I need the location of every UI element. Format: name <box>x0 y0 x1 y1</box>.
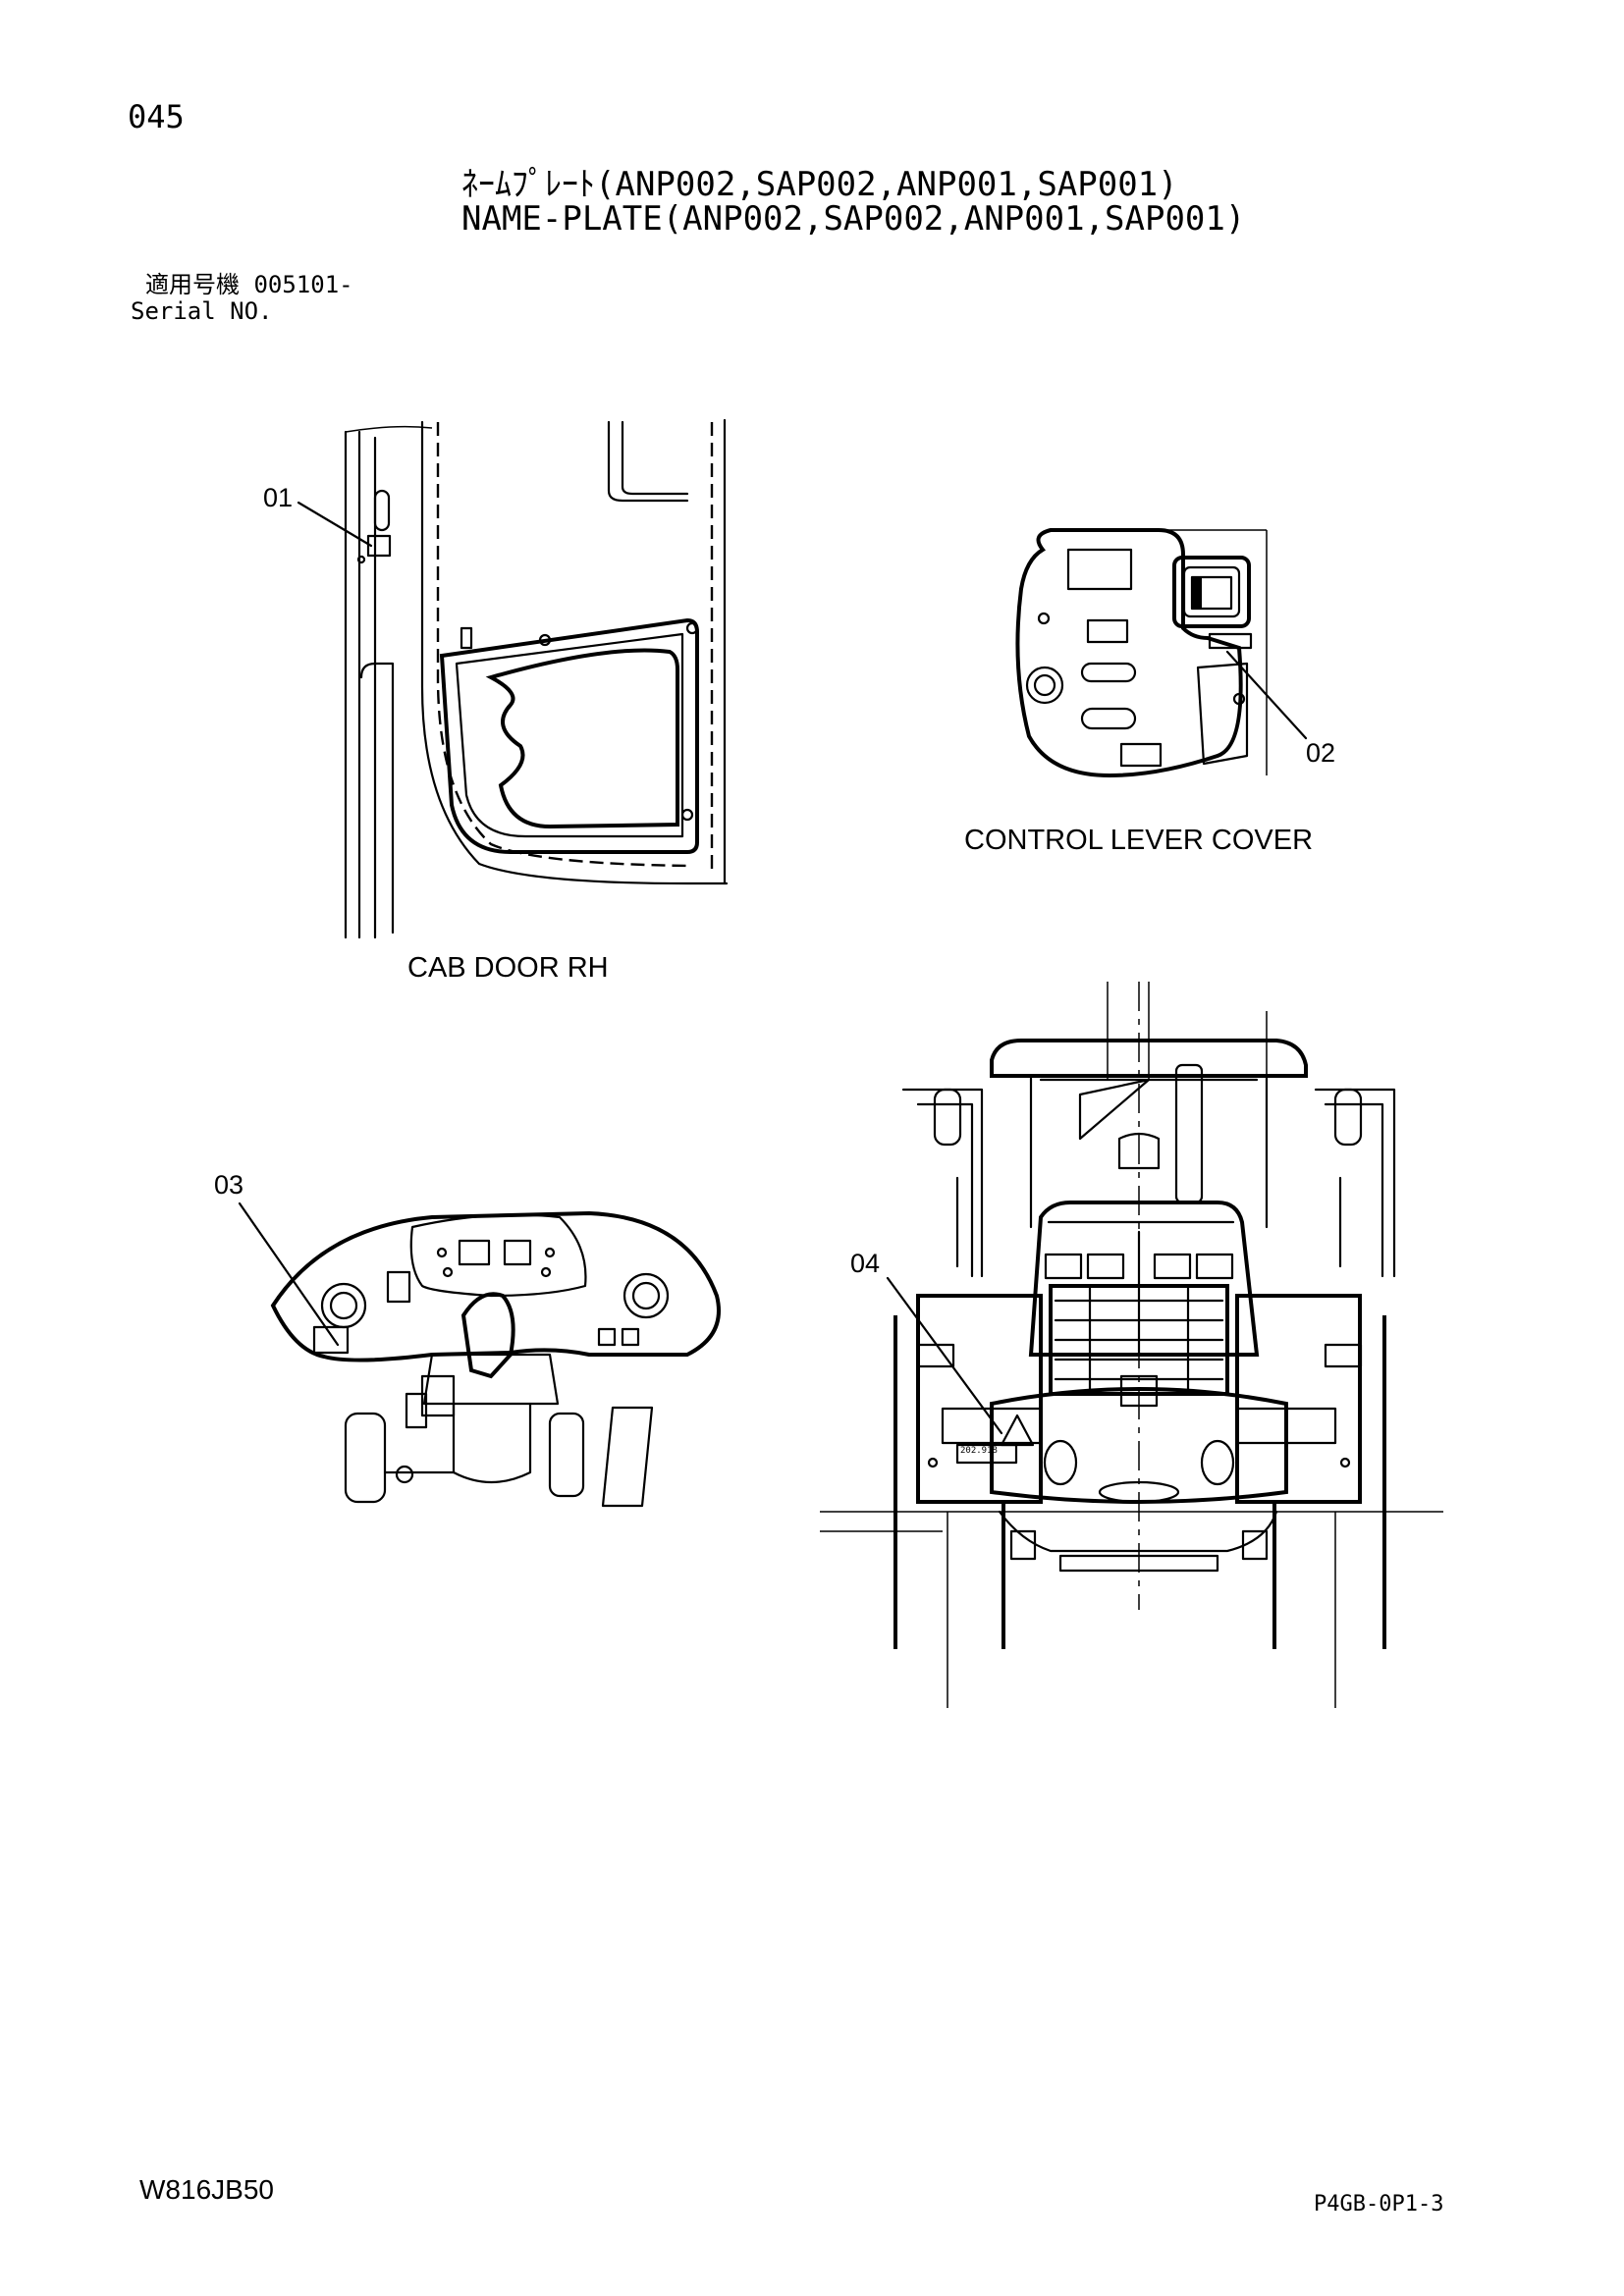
plate-text: 202.918 <box>960 1446 998 1456</box>
console-drawing <box>238 1201 721 1508</box>
control-lever-cover-drawing <box>1015 528 1308 778</box>
sheet-code: P4GB-0P1-3 <box>1314 2192 1444 2216</box>
machine-front-view-drawing <box>820 982 1443 1708</box>
serial-number-row: 適用号機 005101- <box>145 265 353 299</box>
cab-door-drawing <box>297 418 729 939</box>
serial-value: 005101- <box>253 271 353 298</box>
serial-label-japanese: 適用号機 <box>145 271 240 298</box>
callout-01: 01 <box>263 483 294 512</box>
callout-04: 04 <box>850 1249 881 1278</box>
serial-label-english: Serial NO. <box>131 297 273 325</box>
callout-02: 02 <box>1306 738 1336 768</box>
caption-cab-door-rh: CAB DOOR RH <box>407 952 609 984</box>
page-title-english: NAME-PLATE(ANP002,SAP002,ANP001,SAP001) <box>461 199 1246 239</box>
page-title-japanese: ﾈｰﾑﾌﾟﾚｰﾄ(ANP002,SAP002,ANP001,SAP001) <box>461 165 1178 204</box>
callout-03: 03 <box>214 1170 244 1200</box>
page-number: 045 <box>128 98 185 135</box>
document-code: W816JB50 <box>139 2174 274 2205</box>
caption-control-lever-cover: CONTROL LEVER COVER <box>964 825 1314 856</box>
